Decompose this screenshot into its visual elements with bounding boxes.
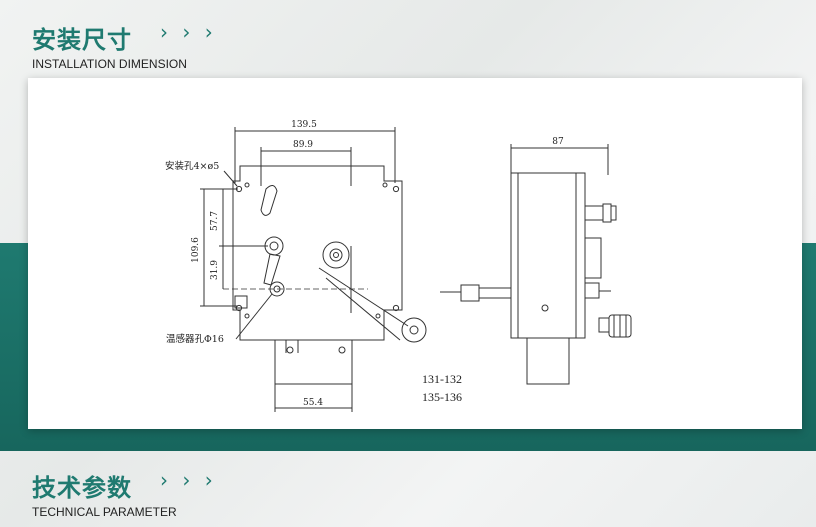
bottom-housing [274, 339, 353, 385]
drawing-card: 139.5 89.9 87 55.4 109.6 57.7 31.9 安装孔4×… [28, 78, 802, 429]
model-number-1: 131-132 [422, 372, 462, 386]
slot [260, 185, 278, 216]
label-sensor-hole: 温感器孔Φ16 [166, 333, 224, 345]
dim-upper: 57.7 [210, 211, 220, 231]
install-title-en: INSTALLATION DIMENSION [32, 57, 187, 71]
dim-height: 109.6 [191, 237, 201, 263]
label-mount-holes: 安装孔4×ø5 [165, 160, 219, 172]
side-body [510, 172, 586, 339]
arm-end [401, 317, 427, 343]
chevron-right-icon: › › › [160, 20, 217, 44]
model-number-2: 135-136 [422, 390, 462, 404]
dim-hole-spacing: 89.9 [293, 140, 313, 150]
tech-title-cn: 技术参数 [32, 474, 132, 502]
install-title-cn: 安装尺寸 [32, 26, 132, 54]
chevron-right-icon-2: › › › [160, 468, 217, 492]
technical-drawing: 139.5 89.9 87 55.4 109.6 57.7 31.9 安装孔4×… [165, 120, 632, 412]
dim-side-depth: 87 [552, 137, 564, 147]
side-bottom [526, 337, 570, 385]
pivot-right [322, 241, 350, 269]
tech-section-header: 技术参数 TECHNICAL PARAMETER [32, 468, 177, 519]
tech-title-en: TECHNICAL PARAMETER [32, 505, 177, 519]
dim-total-width: 139.5 [291, 120, 317, 130]
install-section-header: 安装尺寸 INSTALLATION DIMENSION [32, 20, 187, 71]
dim-lower: 31.9 [210, 260, 220, 280]
dim-bottom: 55.4 [303, 398, 323, 408]
